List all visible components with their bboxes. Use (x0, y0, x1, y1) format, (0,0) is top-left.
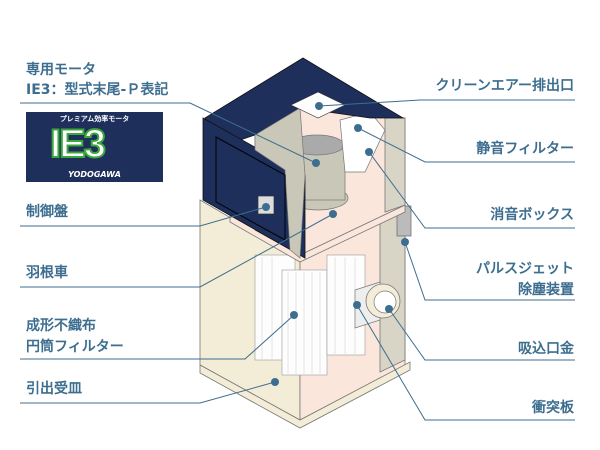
leader-lines (20, 99, 575, 421)
label-motor-ie3: IE3：型式末尾-Ｐ表記 (26, 82, 169, 98)
label-tray: 引出受皿 (26, 381, 82, 397)
label-baffle: 衝突板 (532, 400, 574, 416)
navy-front-panel (202, 117, 306, 259)
label-exhaust: クリーンエアー排出口 (435, 78, 574, 94)
base-frame (199, 361, 411, 429)
label-pulse-2: 除塵装置 (518, 282, 574, 298)
filter-cartridges (254, 254, 366, 376)
label-silencer-box: 消音ボックス (490, 207, 574, 223)
label-filter-2: 円筒フィルター (26, 339, 124, 355)
label-impeller: 羽根車 (26, 265, 68, 281)
logo-brand: YODOGAWA (68, 170, 121, 179)
label-pulse-1: パルスジェット (476, 261, 574, 277)
label-motor: 専用モータ (26, 62, 96, 78)
ie3-logo: プレミアム効率モータ IE3 YODOGAWA (26, 112, 163, 182)
filter-pleats (261, 257, 356, 374)
label-control-panel: 制御盤 (26, 204, 68, 220)
logo-mark: IE3 (49, 122, 107, 166)
leader-dots (262, 102, 409, 386)
logo-tagline: プレミアム効率モータ (59, 115, 130, 123)
label-inlet: 吸込口金 (518, 341, 574, 357)
label-silent-filter: 静音フィルター (476, 141, 574, 157)
label-filter-1: 成形不織布 (26, 318, 96, 334)
duct-panel (254, 107, 306, 259)
right-upper-panel (384, 117, 406, 213)
